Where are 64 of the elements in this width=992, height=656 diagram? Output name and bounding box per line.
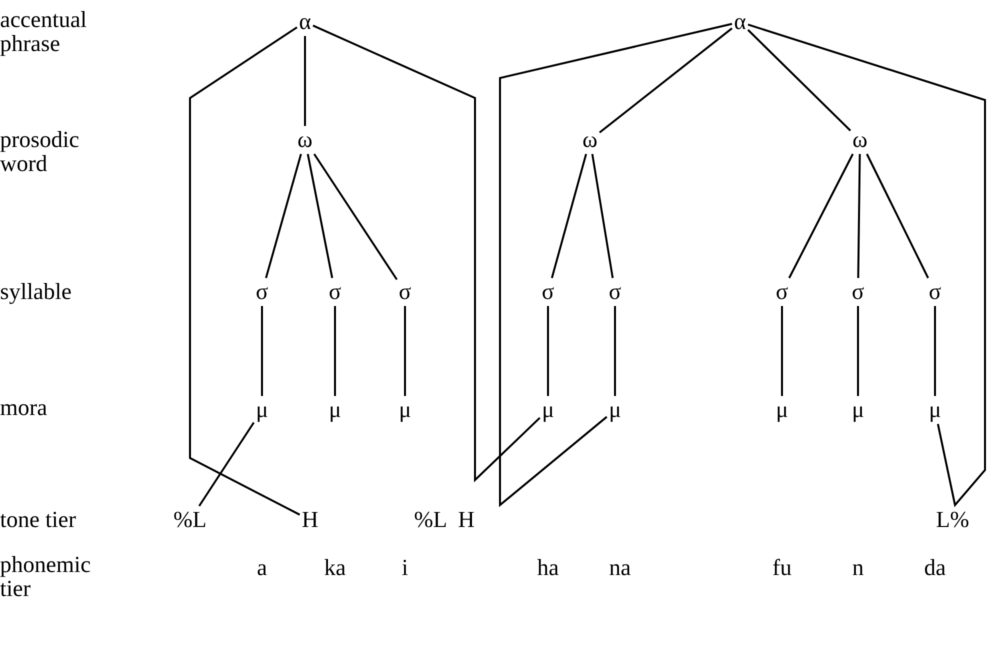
tree-node-symbol: α: [296, 8, 314, 36]
association-line: [591, 154, 614, 278]
tree-node-symbol: μ: [254, 396, 270, 424]
tree-node-symbol: α: [732, 8, 748, 36]
tree-node-symbol: σ: [774, 278, 790, 306]
association-line: [304, 36, 306, 126]
bracket-line: [748, 24, 986, 508]
association-line: [857, 306, 859, 396]
tone-symbol: L%: [936, 508, 970, 532]
tree-node-symbol: σ: [606, 278, 624, 306]
tone-symbol: H: [300, 506, 320, 534]
association-line: [313, 153, 398, 280]
association-line: [788, 154, 854, 278]
association-line: [866, 154, 929, 278]
association-line: [261, 306, 263, 396]
tone-symbol: %L: [171, 506, 209, 534]
tree-node-symbol: ω: [295, 126, 315, 154]
association-line: [934, 306, 936, 396]
tree-node-symbol: ω: [850, 126, 870, 154]
tree-node-symbol: μ: [396, 396, 414, 424]
tier-name: mora: [0, 396, 48, 420]
association-line: [550, 154, 588, 278]
association-line: [198, 422, 255, 507]
tree-node-symbol: μ: [850, 396, 866, 424]
tier-name: prosodic word: [0, 128, 80, 176]
tree-node-symbol: σ: [396, 278, 414, 306]
phoneme-text: da: [924, 556, 946, 580]
tier-name: phonemic tier: [0, 553, 92, 601]
bracket-line: [499, 22, 732, 508]
association-line: [306, 154, 334, 278]
tree-node-symbol: σ: [540, 278, 556, 306]
tree-node-symbol: μ: [774, 396, 790, 424]
tier-name: syllable: [0, 280, 73, 304]
phoneme-text: na: [609, 556, 631, 580]
tree-node-symbol: μ: [606, 396, 624, 424]
tree-node-symbol: μ: [326, 396, 344, 424]
bracket-line: [189, 26, 300, 516]
association-line: [265, 154, 302, 278]
tone-symbol: H: [458, 508, 475, 532]
tree-node-symbol: σ: [326, 278, 344, 306]
phoneme-text: ka: [324, 556, 346, 580]
tree-node-symbol: σ: [926, 278, 944, 306]
association-line: [404, 306, 406, 396]
phoneme-text: ha: [537, 556, 559, 580]
association-line: [614, 306, 616, 396]
tree-node-symbol: σ: [254, 278, 270, 306]
association-line: [334, 306, 336, 396]
tier-name: accentual phrase: [0, 8, 88, 56]
tree-node-symbol: σ: [850, 278, 866, 306]
association-line: [857, 154, 861, 278]
association-line: [598, 28, 733, 134]
phoneme-text: fu: [772, 556, 792, 580]
phoneme-text: n: [852, 556, 864, 580]
tree-node-symbol: ω: [580, 126, 600, 154]
bracket-line: [312, 24, 540, 482]
association-line: [547, 306, 549, 396]
association-line: [747, 29, 852, 132]
phoneme-text: i: [402, 556, 408, 580]
tree-node-symbol: μ: [926, 396, 944, 424]
association-line: [781, 306, 783, 396]
tone-symbol: %L: [414, 508, 448, 532]
tier-name: tone tier: [0, 508, 77, 532]
phoneme-text: a: [256, 556, 268, 580]
tree-node-symbol: μ: [540, 396, 556, 424]
